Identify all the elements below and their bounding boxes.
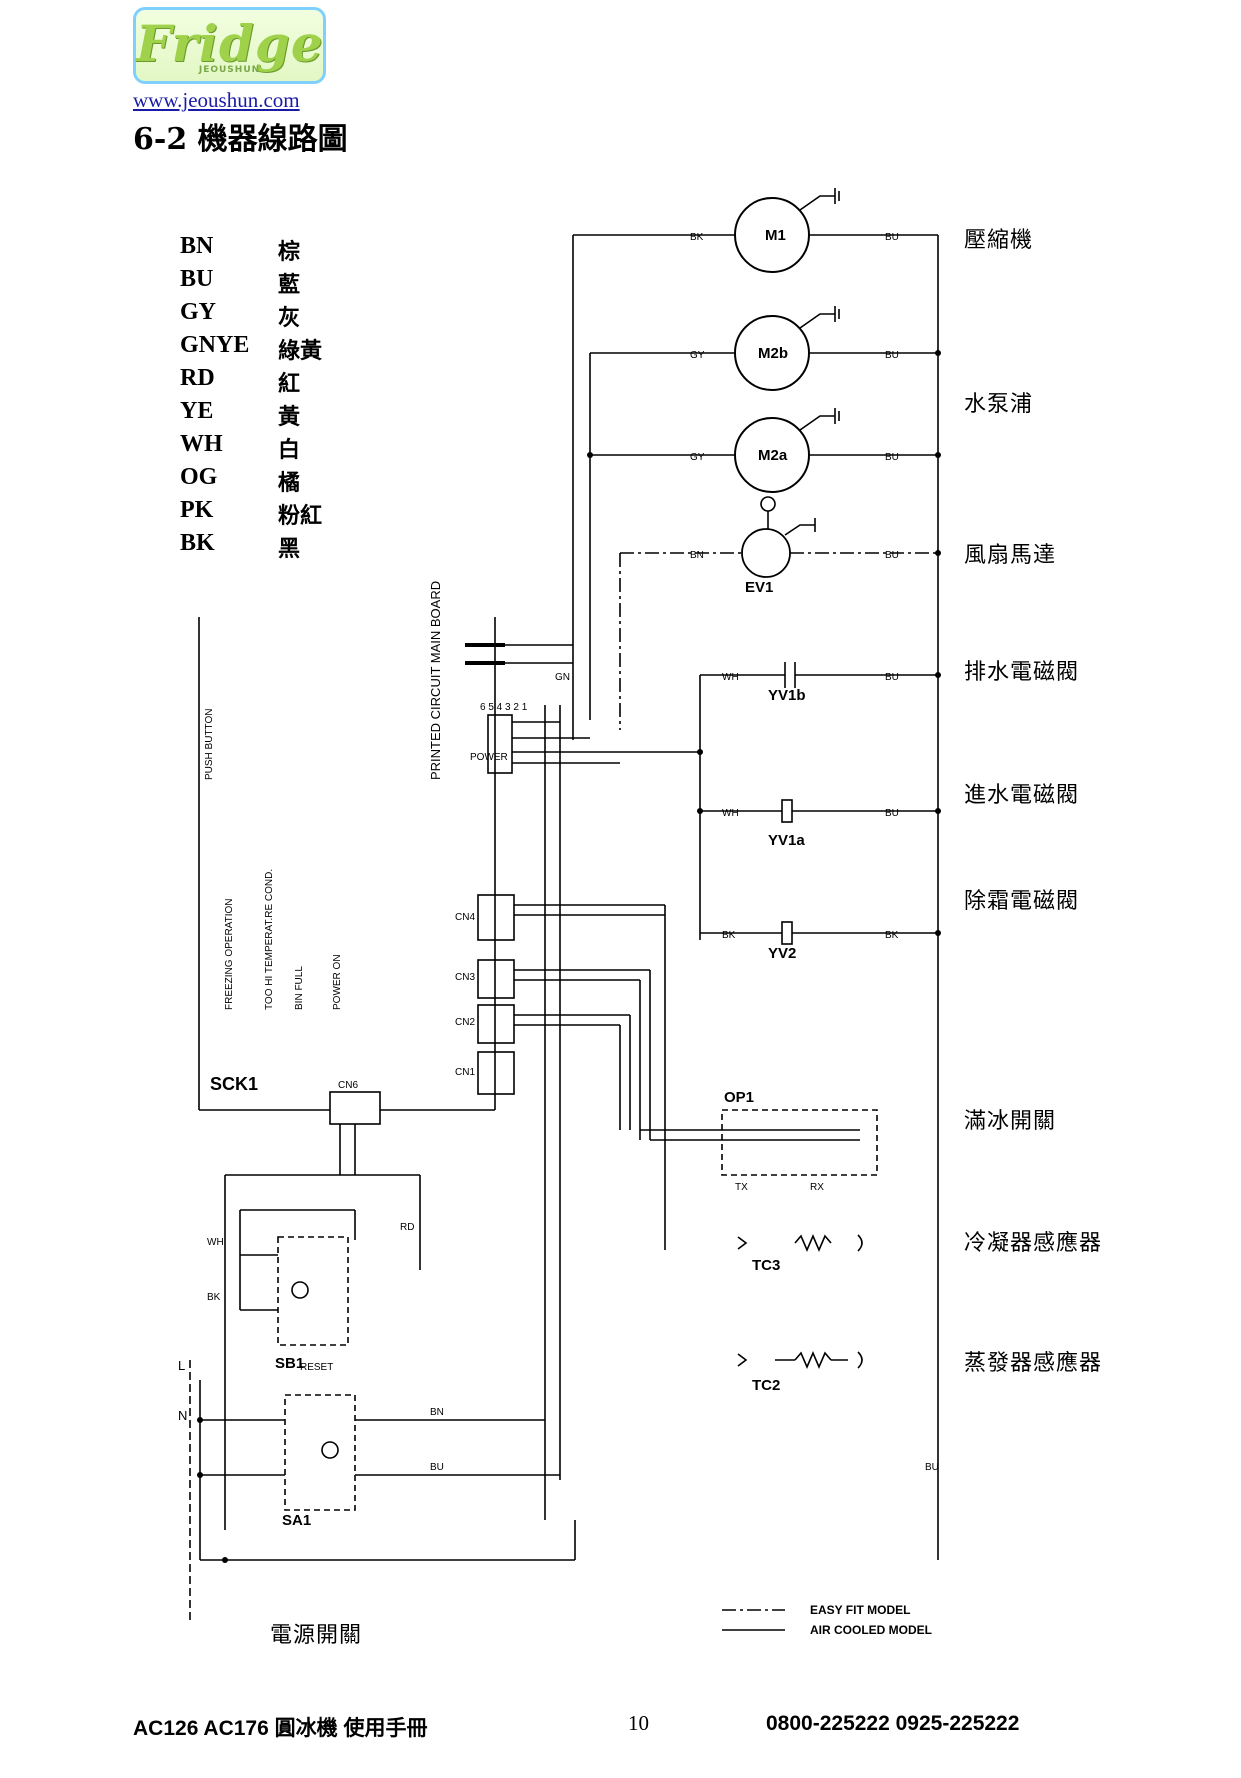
wire-label-bu: BU (885, 232, 899, 243)
label-m2a: M2a (758, 447, 788, 464)
wire-label-bu: BU (430, 1462, 444, 1473)
legend-color: 灰 (278, 305, 301, 331)
website-link[interactable]: www.jeoushun.com (133, 88, 300, 112)
legend-air-cooled: AIR COOLED MODEL (810, 1623, 932, 1637)
legend-color: 粉紅 (278, 503, 323, 529)
legend-code: RD (180, 365, 215, 391)
label-tc2: TC2 (752, 1377, 780, 1394)
label-pins: 6 5 4 3 2 1 (480, 702, 528, 713)
legend-color: 黑 (278, 536, 301, 562)
label-compressor: 壓縮機 (964, 228, 1034, 253)
wire-label-bk: BK (885, 930, 899, 941)
wire-label-rd: RD (400, 1222, 414, 1233)
wire-label-gy: GY (690, 452, 705, 463)
wire-label-bk: BK (722, 930, 736, 941)
legend-code: PK (180, 497, 214, 523)
label-yv1b: YV1b (768, 687, 806, 704)
wire-label-bk: BK (690, 232, 704, 243)
label-tc3: TC3 (752, 1257, 780, 1274)
label-sa1: SA1 (282, 1512, 311, 1529)
label-bin-full: BIN FULL (294, 966, 305, 1010)
wire-label-wh: WH (722, 672, 739, 683)
label-defrost-valve: 除霜電磁閥 (964, 889, 1080, 914)
wire-label-bu: BU (885, 550, 899, 561)
wire-label-wh: WH (207, 1237, 224, 1248)
legend-code: WH (180, 431, 223, 457)
legend-color: 棕 (278, 239, 301, 265)
legend-code: OG (180, 464, 218, 490)
label-push-button: PUSH BUTTON (204, 709, 215, 781)
label-line-n: N (178, 1408, 187, 1423)
logo-text: Fridge (136, 14, 324, 73)
label-cn3: CN3 (455, 972, 475, 983)
wire-label-gn: GN (555, 672, 570, 683)
label-rx: RX (810, 1182, 824, 1193)
page-number: 10 (628, 1711, 649, 1735)
label-cn6: CN6 (338, 1080, 358, 1091)
legend-color: 黃 (278, 404, 301, 430)
label-yv2: YV2 (768, 945, 796, 962)
legend-code: GNYE (180, 332, 250, 358)
label-power-conn: POWER (470, 752, 508, 763)
label-power-on: POWER ON (332, 954, 343, 1010)
legend-code: BN (180, 233, 214, 259)
label-freezing: FREEZING OPERATION (224, 899, 235, 1011)
label-yv1a: YV1a (768, 832, 805, 849)
label-reset: RESET (300, 1362, 333, 1373)
legend-code: YE (180, 398, 214, 424)
label-drain-valve: 排水電磁閥 (964, 660, 1080, 685)
label-power-switch: 電源開關 (270, 1623, 363, 1648)
footer-phones: 0800-225222 0925-225222 (766, 1712, 1020, 1735)
label-cn4: CN4 (455, 912, 475, 923)
label-sck1: SCK1 (210, 1074, 258, 1094)
label-tx: TX (735, 1182, 748, 1193)
label-m1: M1 (765, 227, 786, 244)
wire-label-bu: BU (885, 672, 899, 683)
wire-label-bu: BU (885, 808, 899, 819)
label-cn1: CN1 (455, 1067, 475, 1078)
logo: Fridge JEOUSHUN (133, 7, 326, 84)
legend-color: 白 (278, 437, 301, 463)
label-line-l: L (178, 1358, 185, 1373)
wire-label-bu: BU (925, 1462, 939, 1473)
logo-subtext: JEOUSHUN (198, 65, 261, 75)
legend-easy-fit: EASY FIT MODEL (810, 1603, 910, 1617)
legend-color: 綠黃 (278, 338, 323, 364)
legend-color: 橘 (278, 470, 301, 496)
footer-model: AC126 AC176 圓冰機 使用手冊 (133, 1717, 428, 1740)
wire-label-gy: GY (690, 350, 705, 361)
section-title: 6-2 機器線路圖 (133, 122, 348, 157)
label-condenser-sensor: 冷凝器感應器 (964, 1231, 1103, 1256)
legend-color: 藍 (278, 272, 301, 298)
legend-code: BK (180, 530, 215, 556)
label-water-pump: 水泵浦 (964, 392, 1034, 417)
legend-color: 紅 (278, 371, 301, 397)
label-ice-full-switch: 滿冰開關 (964, 1109, 1057, 1134)
label-op1: OP1 (724, 1089, 754, 1106)
label-sb1: SB1 (275, 1355, 304, 1372)
wire-label-bu: BU (885, 452, 899, 463)
label-m2b: M2b (758, 345, 788, 362)
legend-code: GY (180, 299, 216, 325)
label-too-hi: TOO HI TEMPERAT.RE COND. (264, 869, 275, 1010)
label-cn2: CN2 (455, 1017, 475, 1028)
wire-label-wh: WH (722, 808, 739, 819)
label-fan-motor: 風扇馬達 (964, 543, 1057, 568)
wire-label-bn: BN (690, 550, 704, 561)
label-ev1: EV1 (745, 579, 773, 596)
wire-label-bu: BU (885, 350, 899, 361)
label-evaporator-sensor: 蒸發器感應器 (964, 1351, 1103, 1376)
label-board-title: PRINTED CIRCUIT MAIN BOARD (428, 581, 443, 780)
label-inlet-valve: 進水電磁閥 (964, 783, 1080, 808)
wire-label-bn: BN (430, 1407, 444, 1418)
wire-label-bk: BK (207, 1292, 221, 1303)
legend-code: BU (180, 266, 214, 292)
